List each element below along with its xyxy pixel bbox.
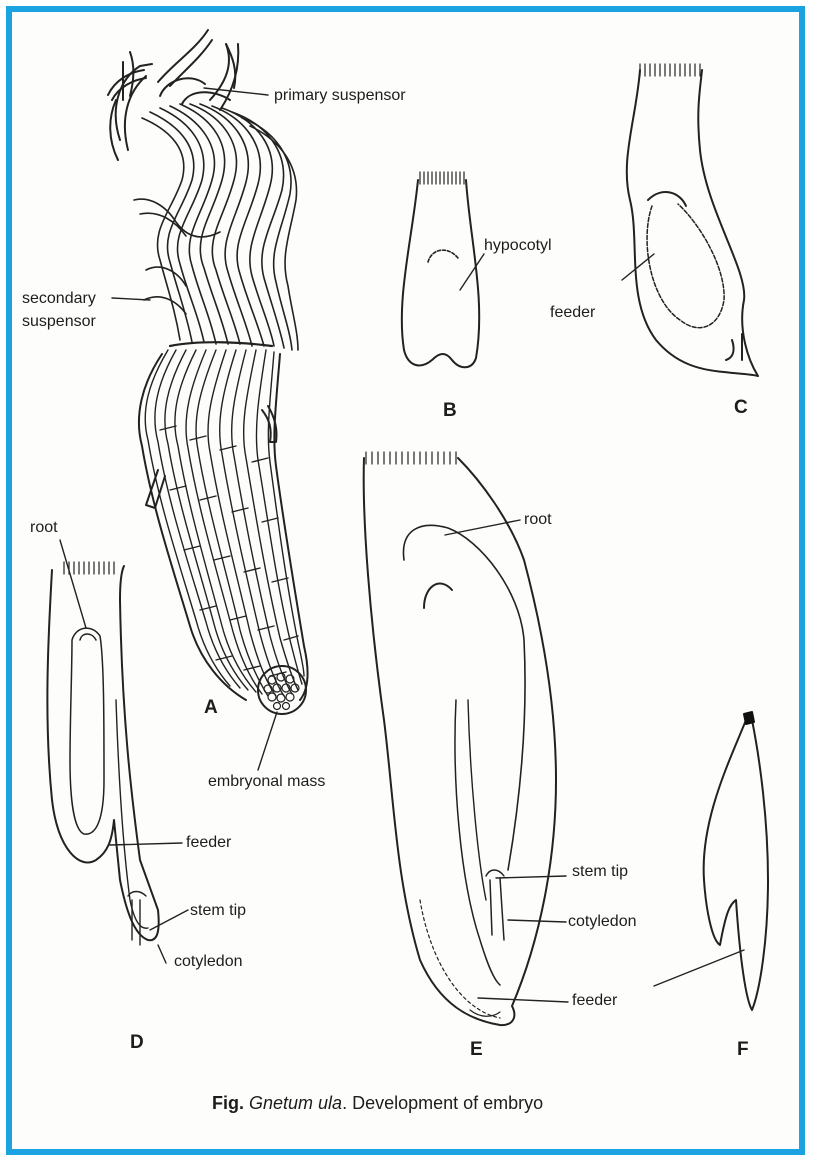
panel-letter-c: C [734,398,748,417]
panel-letter-e: E [470,1040,483,1059]
label-primary-suspensor: primary suspensor [274,88,406,104]
panel-letter-f: F [737,1040,749,1059]
label-stem-tip-d: stem tip [190,903,246,919]
label-stem-tip-e: stem tip [572,864,628,880]
label-root-e: root [524,512,552,528]
panel-letter-d: D [130,1033,144,1052]
label-cotyledon-d: cotyledon [174,954,243,970]
label-feeder-c: feeder [550,305,595,321]
figure-f-drawing [654,712,768,1010]
caption-text: . Development of embryo [342,1093,543,1113]
label-secondary-suspensor-line1: secondary [22,291,96,307]
panel-letter-a: A [204,698,218,717]
figure-c-drawing [622,64,758,376]
caption-prefix: Fig. [212,1093,244,1113]
figure-a-drawing [108,30,307,770]
panel-letter-b: B [443,401,457,420]
label-feeder-e: feeder [572,993,617,1009]
label-secondary-suspensor-line2: suspensor [22,314,96,330]
caption-species: Gnetum ula [249,1093,342,1113]
label-hypocotyl: hypocotyl [484,238,552,254]
label-embryonal-mass: embryonal mass [208,774,325,790]
figure-b-drawing [402,172,484,367]
label-cotyledon-e: cotyledon [568,914,637,930]
figure-caption: Fig. Gnetum ula. Development of embryo [212,1093,543,1114]
figure-e-drawing [364,452,568,1025]
label-root-d: root [30,520,58,536]
figure-d-drawing [47,540,188,963]
label-feeder-d: feeder [186,835,231,851]
